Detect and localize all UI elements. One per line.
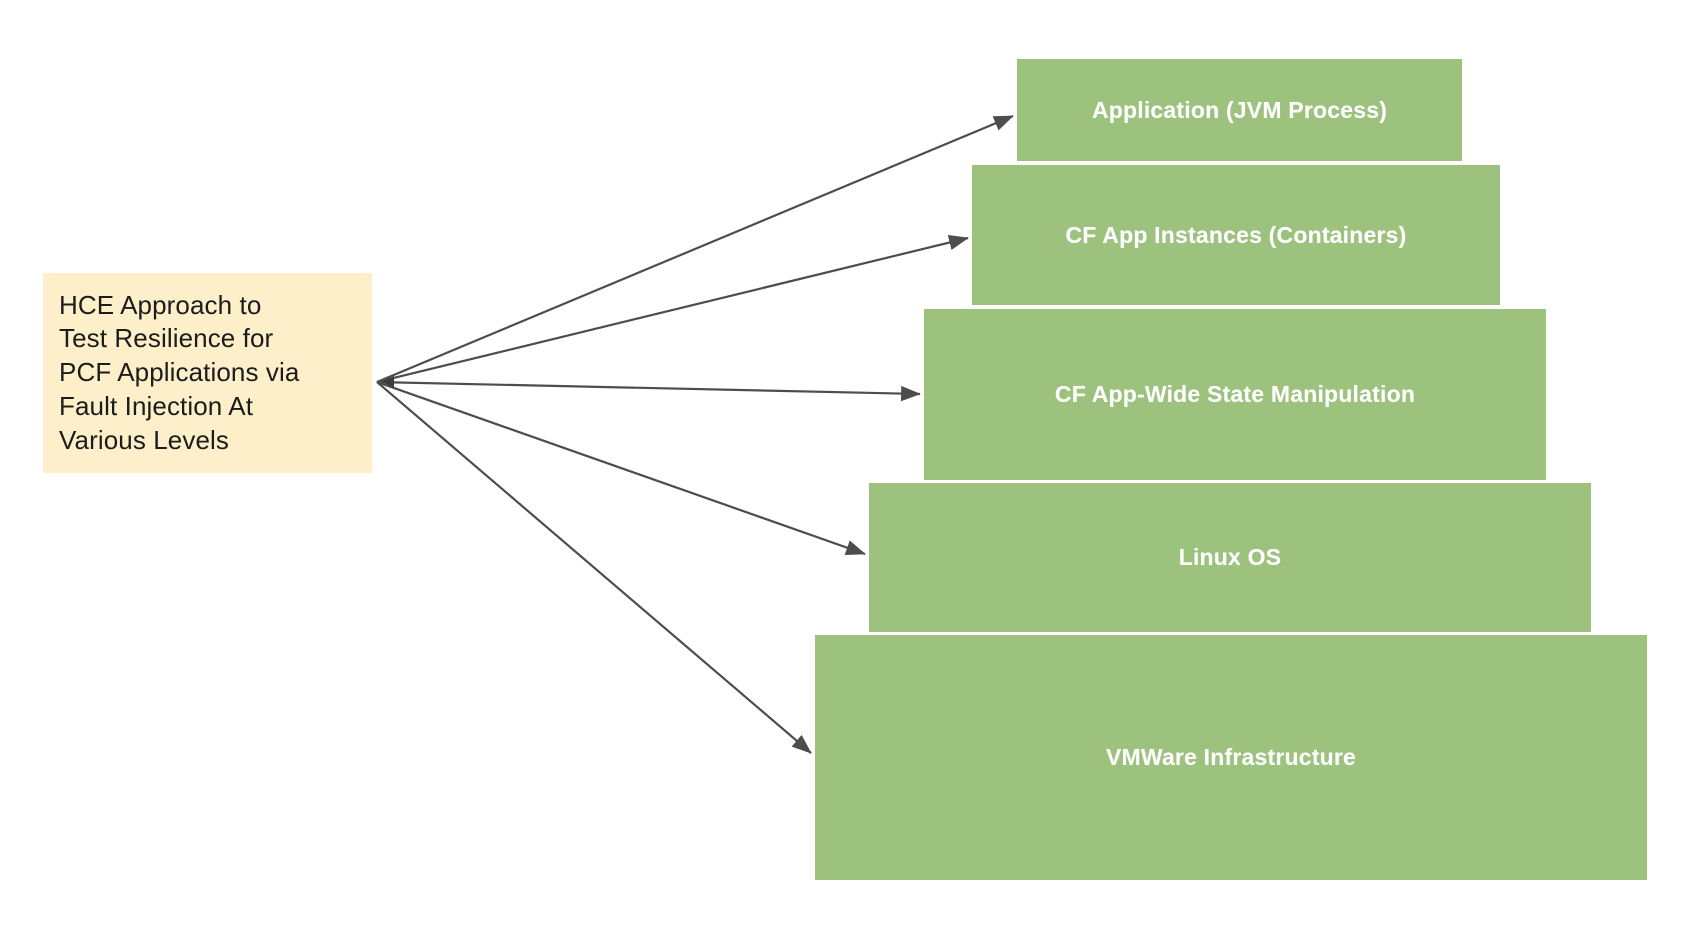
layer-label-linux-os: Linux OS xyxy=(1178,544,1282,570)
layer-box-linux-os[interactable]: Linux OS xyxy=(869,483,1591,632)
connector-arrow-4 xyxy=(376,380,866,556)
hce-approach-note: HCE Approach to Test Resilience for PCF … xyxy=(43,273,372,473)
connector-arrow-1 xyxy=(376,114,1014,384)
connector-arrow-3 xyxy=(376,380,921,402)
layer-label-application-jvm-process: Application (JVM Process) xyxy=(1091,96,1388,123)
layer-box-cf-app-wide-state-manipulation[interactable]: CF App-Wide State Manipulation xyxy=(924,309,1546,480)
layer-box-cf-app-instances-containers[interactable]: CF App Instances (Containers) xyxy=(972,165,1500,305)
note-pointer-arrowhead xyxy=(382,376,394,388)
layer-label-cf-app-instances-containers: CF App Instances (Containers) xyxy=(1065,221,1407,248)
layer-box-vmware-infrastructure[interactable]: VMWare Infrastructure xyxy=(815,635,1647,880)
connector-arrow-5 xyxy=(376,381,812,754)
layer-box-application-jvm-process[interactable]: Application (JVM Process) xyxy=(1017,59,1462,161)
layer-label-cf-app-wide-state-manipulation: CF App-Wide State Manipulation xyxy=(1054,381,1416,407)
layer-label-vmware-infrastructure: VMWare Infrastructure xyxy=(1105,744,1356,770)
hce-approach-note-text: HCE Approach to Test Resilience for PCF … xyxy=(59,289,300,455)
connector-arrow-2 xyxy=(376,234,969,384)
